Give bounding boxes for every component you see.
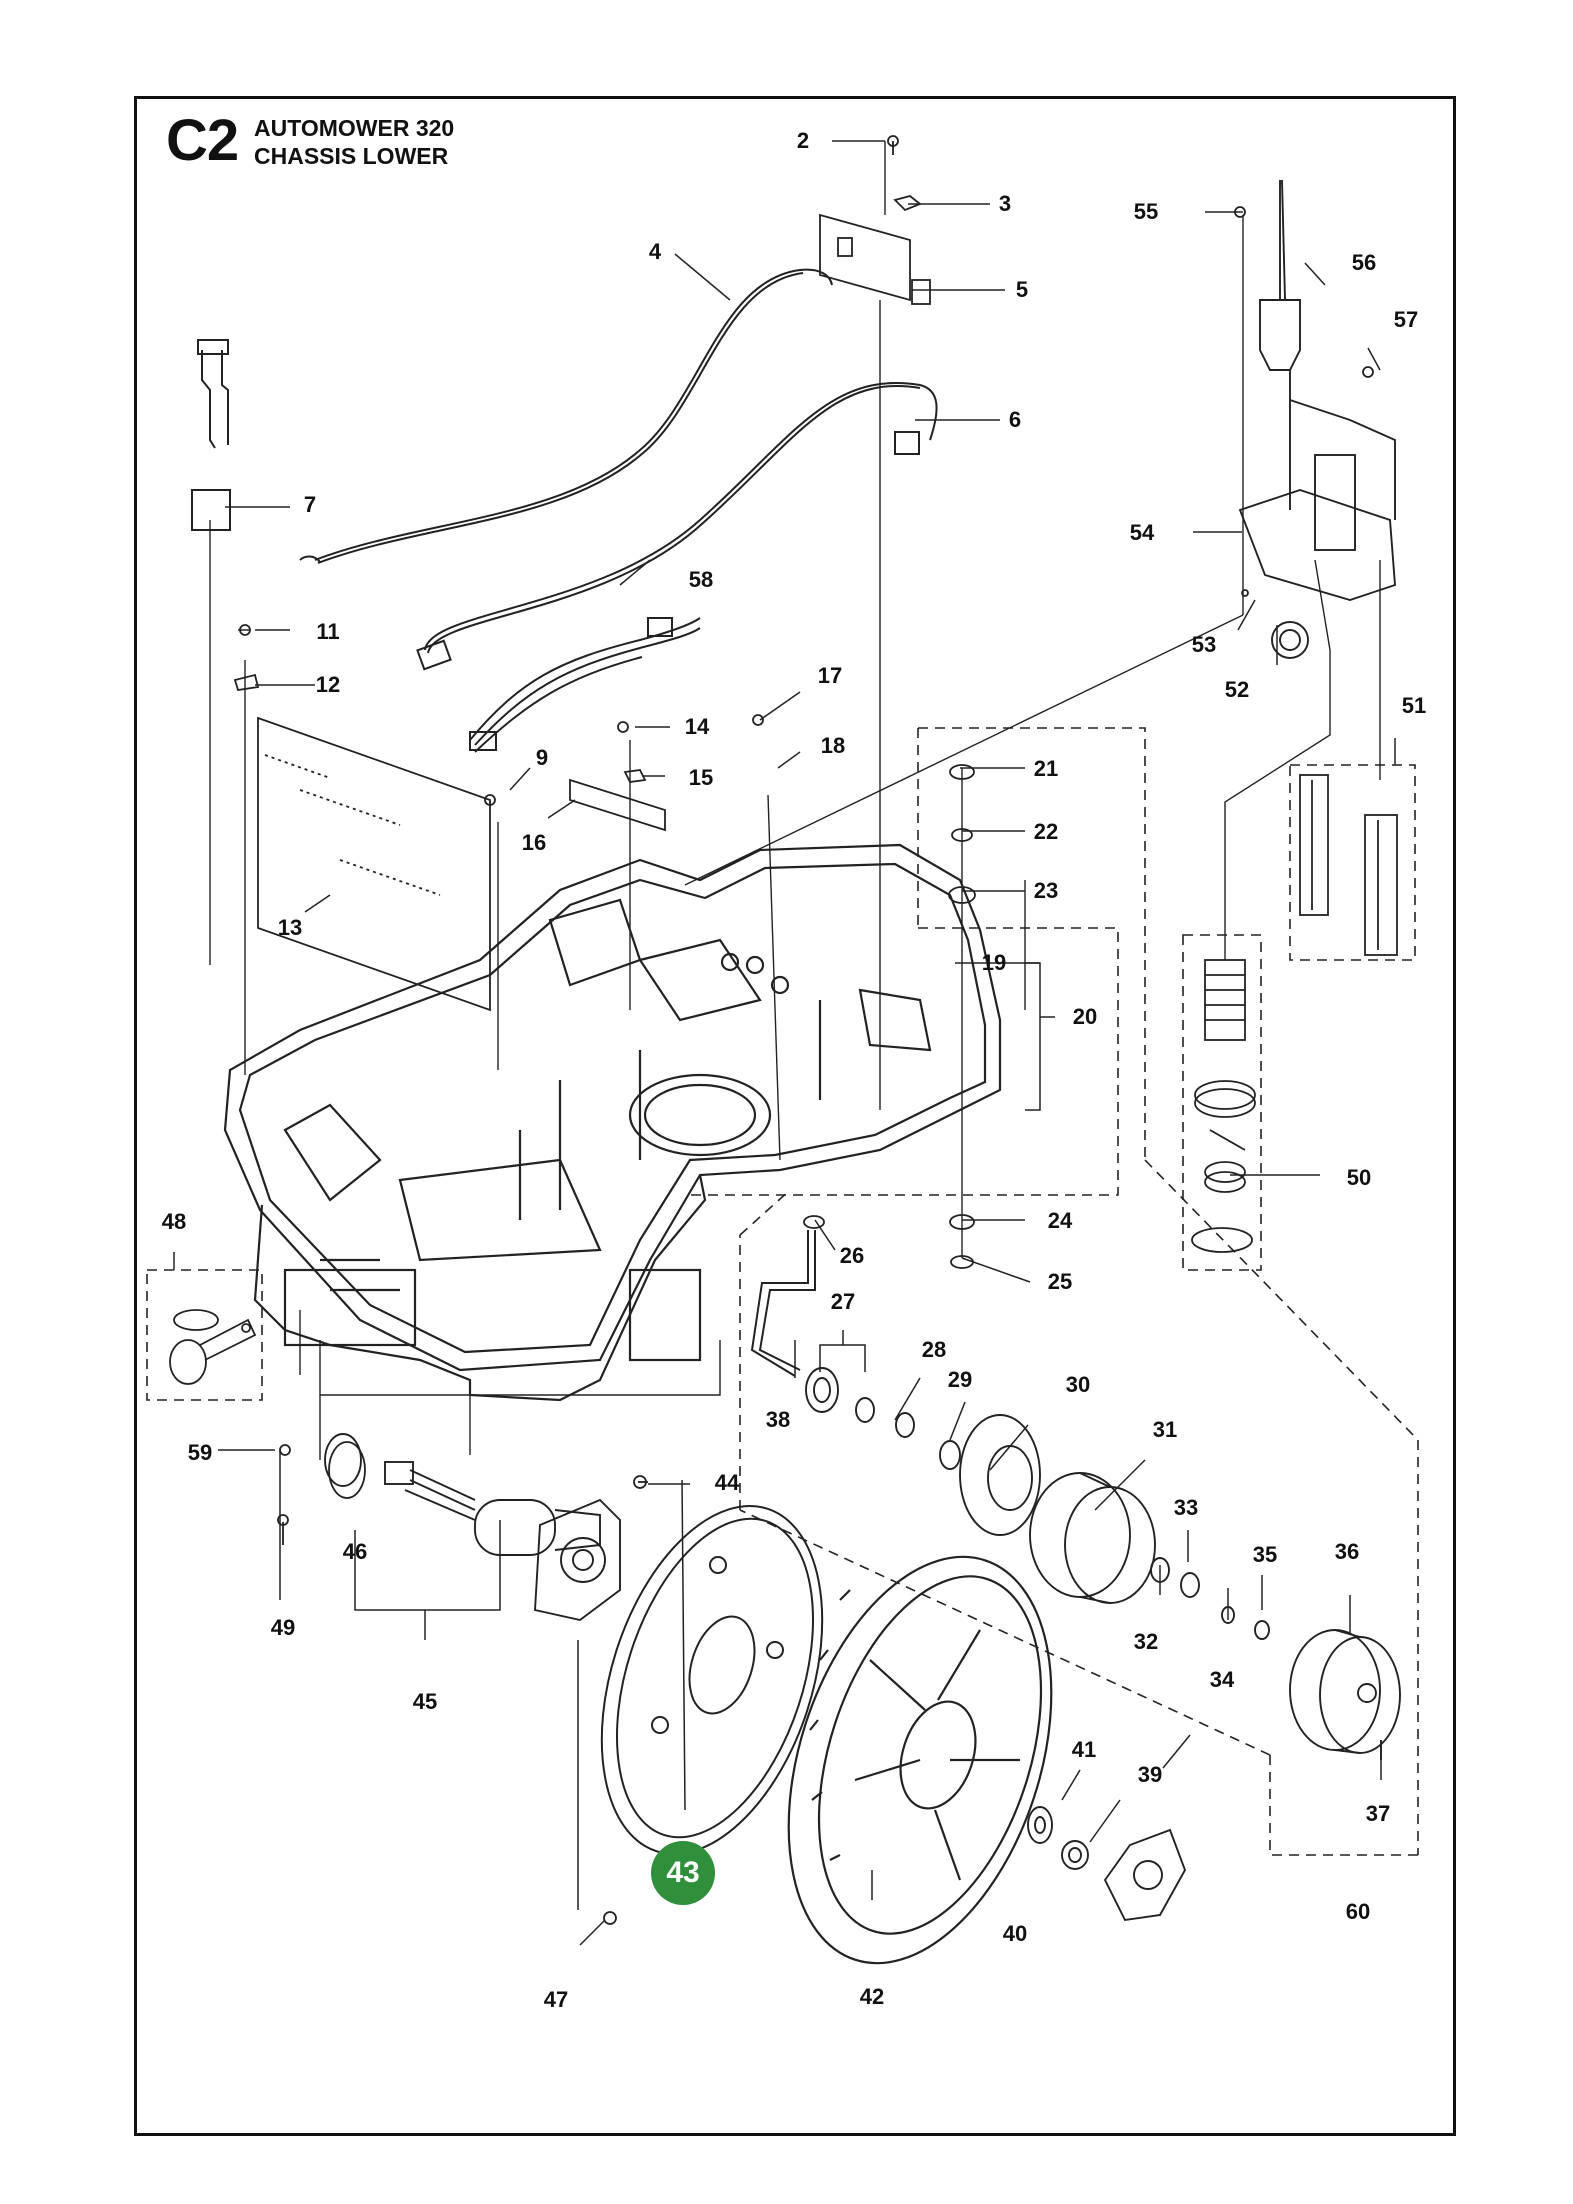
callout-17: 17 — [817, 663, 843, 688]
callout-56: 56 — [1351, 250, 1377, 275]
callout-41: 41 — [1071, 1737, 1097, 1762]
callout-46: 46 — [342, 1539, 368, 1564]
callout-15: 15 — [688, 765, 714, 790]
leader-lines — [173, 140, 1396, 1946]
callout-44: 44 — [714, 1470, 740, 1495]
callout-38: 38 — [765, 1407, 791, 1432]
callout-23: 23 — [1033, 878, 1059, 903]
pcb-board — [257, 716, 491, 1012]
sensor-48 — [169, 1309, 257, 1385]
callout-18: 18 — [820, 733, 846, 758]
callout-54: 54 — [1129, 520, 1155, 545]
callout-50: 50 — [1346, 1165, 1372, 1190]
callout-5: 5 — [1015, 277, 1029, 302]
guide-rails — [1299, 774, 1398, 956]
callout-31: 31 — [1152, 1417, 1178, 1442]
height-motor-assembly — [1238, 179, 1397, 659]
drawing-frame — [134, 96, 1456, 2136]
callout-42: 42 — [859, 1984, 885, 2009]
wheel-motor — [324, 1433, 621, 1622]
callout-2: 2 — [796, 128, 810, 153]
callout-33: 33 — [1173, 1495, 1199, 1520]
bracket-5 — [819, 213, 931, 305]
section-title: CHASSIS LOWER — [254, 143, 449, 169]
highlighted-part-badge[interactable]: 43 — [651, 1841, 715, 1905]
callout-47: 47 — [543, 1987, 569, 2012]
shaft-38 — [750, 1230, 816, 1377]
callout-21: 21 — [1033, 756, 1059, 781]
callout-3: 3 — [998, 191, 1012, 216]
callout-51: 51 — [1401, 693, 1427, 718]
small-parts — [233, 135, 1374, 1925]
callout-35: 35 — [1252, 1542, 1278, 1567]
bushings — [803, 764, 976, 1269]
guide-lines — [209, 141, 1381, 1258]
callout-59: 59 — [187, 1440, 213, 1465]
callout-45: 45 — [412, 1689, 438, 1714]
drive-train — [805, 1367, 1401, 1760]
callout-22: 22 — [1033, 819, 1059, 844]
callout-4: 4 — [648, 239, 662, 264]
callout-49: 49 — [270, 1615, 296, 1640]
callout-32: 32 — [1133, 1629, 1159, 1654]
callout-27: 27 — [830, 1289, 856, 1314]
callout-37: 37 — [1365, 1801, 1391, 1826]
callout-36: 36 — [1334, 1539, 1360, 1564]
callout-52: 52 — [1224, 677, 1250, 702]
hub-parts — [1027, 1806, 1187, 1922]
callout-13: 13 — [277, 915, 303, 940]
chassis-lower — [223, 843, 1002, 1402]
callout-55: 55 — [1133, 199, 1159, 224]
callout-60: 60 — [1345, 1899, 1371, 1924]
callout-11: 11 — [316, 619, 340, 644]
callout-39: 39 — [1137, 1762, 1163, 1787]
callout-7: 7 — [303, 492, 317, 517]
callout-14: 14 — [684, 714, 710, 739]
model-title: AUTOMOWER 320 — [254, 115, 455, 141]
callout-28: 28 — [921, 1337, 947, 1362]
wheel-cover-disc — [600, 1505, 824, 1855]
callout-6: 6 — [1008, 407, 1022, 432]
callout-57: 57 — [1393, 307, 1419, 332]
lift-assembly-50 — [1191, 959, 1256, 1253]
callout-25: 25 — [1047, 1269, 1073, 1294]
callout-58: 58 — [688, 567, 714, 592]
callout-53: 53 — [1191, 632, 1217, 657]
callout-16: 16 — [521, 830, 547, 855]
drive-wheel — [787, 1555, 1053, 1965]
callout-30: 30 — [1065, 1372, 1091, 1397]
group-boxes — [146, 727, 1419, 1856]
callout-34: 34 — [1209, 1667, 1235, 1692]
callout-29: 29 — [947, 1367, 973, 1392]
cables — [191, 268, 938, 753]
callout-9: 9 — [535, 745, 549, 770]
callout-12: 12 — [315, 672, 341, 697]
section-code: C2 — [166, 108, 239, 173]
callout-19: 19 — [981, 950, 1007, 975]
callout-20: 20 — [1072, 1004, 1098, 1029]
callout-24: 24 — [1047, 1208, 1073, 1233]
callout-48: 48 — [161, 1209, 187, 1234]
callout-26: 26 — [839, 1243, 865, 1268]
callout-40: 40 — [1002, 1921, 1028, 1946]
assembly-guides — [299, 1310, 721, 1460]
